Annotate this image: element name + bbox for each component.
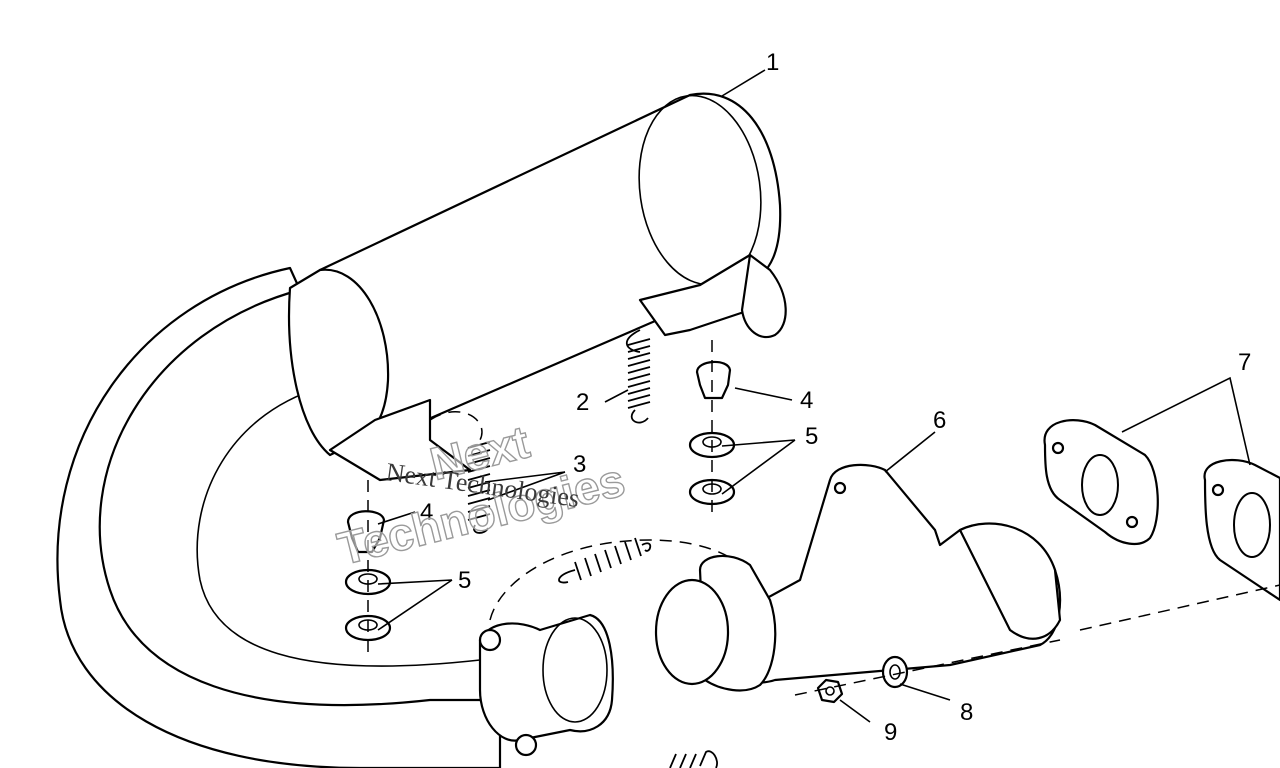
spring-path: [429, 410, 741, 621]
spring-middle: [467, 441, 491, 534]
head-pipe-bend: [56, 266, 502, 768]
gasket-left: [1043, 419, 1159, 546]
callout-4-lower: 4: [420, 499, 433, 526]
exhaust-manifold: [654, 463, 1062, 692]
grommet-upper: [695, 360, 732, 400]
spring-lower: [558, 537, 652, 584]
callout-8: 8: [960, 699, 973, 726]
callout-7: 7: [1238, 349, 1251, 376]
flat-washer: [881, 655, 909, 689]
manifold-outlet: [654, 578, 730, 686]
callout-3: 3: [573, 451, 586, 478]
muffler-assembly: [56, 92, 787, 768]
leader-lines: [377, 69, 1251, 723]
callout-6: 6: [933, 407, 946, 434]
gasket-right: [1203, 458, 1280, 602]
callout-1: 1: [766, 49, 779, 76]
callout-2: 2: [576, 389, 589, 416]
slip-joint-pipe: [478, 613, 614, 757]
callout-9: 9: [884, 719, 897, 746]
callout-4-upper: 4: [800, 387, 813, 414]
centerline-stud: [794, 584, 1280, 696]
callout-5-upper: 5: [805, 423, 818, 450]
grommet-lower: [346, 510, 386, 554]
callout-5-lower: 5: [458, 567, 471, 594]
spring-upper: [625, 329, 651, 424]
tailpipe-stub: [740, 253, 787, 338]
lower-bracket: [328, 398, 472, 482]
nut: [816, 678, 844, 704]
spring-partial-bottom: [669, 750, 718, 768]
